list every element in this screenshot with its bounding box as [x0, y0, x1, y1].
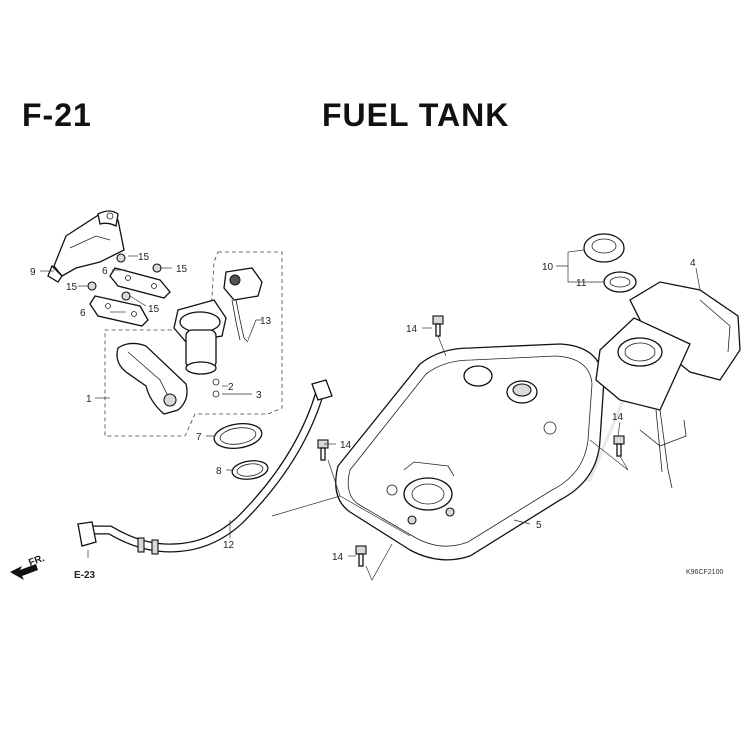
drawing-code: K96CF2100	[686, 569, 723, 576]
callout-2: 2	[228, 382, 234, 393]
callout-12: 12	[223, 540, 235, 551]
callout-3: 3	[256, 390, 262, 401]
callout-6-a: 6	[102, 266, 108, 277]
part-9-cover	[47, 210, 125, 283]
callout-4: 4	[690, 258, 696, 269]
callout-14-a: 14	[406, 324, 418, 335]
part-10-cap	[583, 233, 625, 263]
part-7-seal-ring	[213, 423, 263, 449]
callout-15-c: 15	[66, 282, 78, 293]
callout-6-b: 6	[80, 308, 86, 319]
callout-1: 1	[86, 394, 92, 405]
callout-15-b: 15	[176, 264, 188, 275]
figure-title: FUEL TANK	[322, 97, 510, 133]
reference-label: E-23	[74, 570, 96, 581]
callout-14-c: 14	[612, 412, 624, 423]
front-direction-label: FR.	[27, 553, 46, 569]
callout-13: 13	[260, 316, 272, 327]
callout-11: 11	[576, 278, 587, 289]
part-6-brackets	[89, 267, 171, 327]
figure-code: F-21	[22, 97, 92, 133]
part-11-gasket	[603, 271, 637, 293]
part-14-bolts	[317, 315, 625, 567]
callout-8: 8	[216, 466, 222, 477]
part-1-fuel-pump	[116, 299, 227, 415]
part-4-filler-bracket	[595, 281, 741, 489]
callout-5: 5	[536, 520, 542, 531]
part-12-fuel-hose	[77, 379, 333, 555]
callout-15-d: 15	[148, 304, 160, 315]
callout-9: 9	[30, 267, 36, 278]
callout-14-b: 14	[340, 440, 352, 451]
callout-10: 10	[542, 262, 554, 273]
leader-lines	[40, 249, 701, 581]
part-13-sender	[223, 267, 263, 343]
part-8-gasket	[231, 460, 269, 480]
callout-7: 7	[196, 432, 202, 443]
front-direction-arrow	[10, 564, 38, 580]
part-5-fuel-tank	[335, 343, 605, 561]
callout-15-a: 15	[138, 252, 150, 263]
callout-14-d: 14	[332, 552, 344, 563]
